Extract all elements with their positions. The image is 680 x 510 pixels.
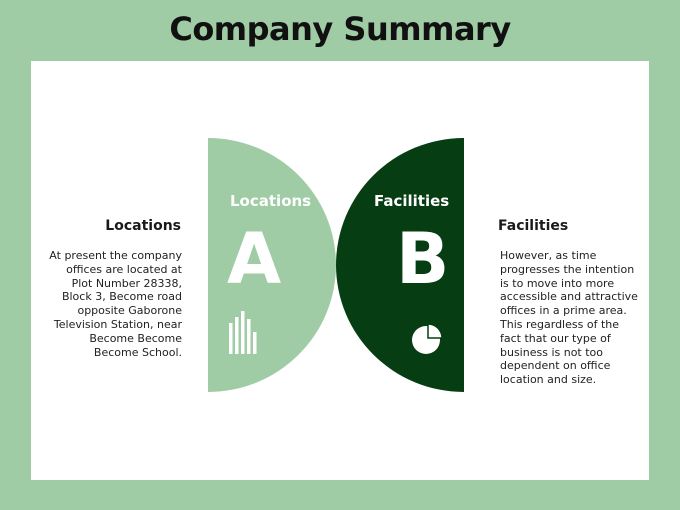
facilities-description: However, as time progresses the intentio…	[500, 249, 638, 387]
shape-a-locations	[208, 138, 336, 392]
locations-heading: Locations	[105, 218, 181, 234]
venn-shapes	[208, 138, 464, 392]
shape-b-label: Facilities	[374, 192, 450, 210]
shape-a-label: Locations	[230, 192, 312, 210]
bar-chart-icon	[229, 311, 257, 354]
shape-b-letter: B	[396, 218, 450, 300]
locations-description: At present the company offices are locat…	[49, 249, 182, 359]
pie-chart-icon	[412, 323, 443, 354]
content-panel: Locations At present the company offices…	[31, 61, 649, 480]
facilities-heading: Facilities	[498, 218, 569, 234]
shape-a-letter: A	[227, 218, 282, 300]
slide-title: Company Summary	[169, 10, 511, 48]
